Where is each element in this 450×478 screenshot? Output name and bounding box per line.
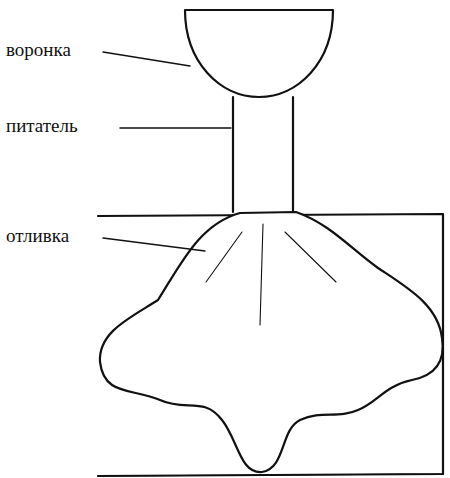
mold-bottom [98,474,443,476]
casting-ridges [206,224,336,325]
feeder [233,97,293,212]
funnel [185,10,333,97]
casting [100,212,443,472]
part-label: воронка [6,40,71,61]
part-label: отливка [6,226,69,247]
leader-lines [103,52,231,251]
part-label: питатель [6,116,78,137]
